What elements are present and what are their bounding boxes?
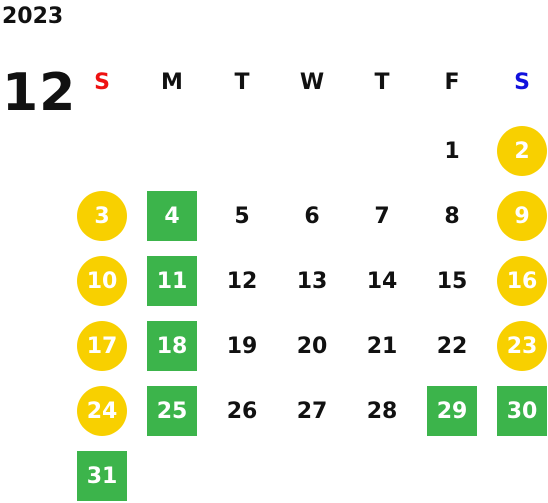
calendar-day-14[interactable]: 14: [366, 268, 398, 294]
weekday-header-thu: T: [374, 69, 390, 95]
calendar-day-9[interactable]: 9: [497, 191, 547, 241]
calendar-day-5[interactable]: 5: [234, 203, 250, 229]
calendar-day-2[interactable]: 2: [497, 126, 547, 176]
calendar-day-12[interactable]: 12: [226, 268, 258, 294]
weekday-header-fri: F: [444, 69, 460, 95]
calendar-day-7[interactable]: 7: [374, 203, 390, 229]
calendar-day-15[interactable]: 15: [436, 268, 468, 294]
calendar-day-13[interactable]: 13: [296, 268, 328, 294]
calendar-day-29[interactable]: 29: [427, 386, 477, 436]
calendar-day-16[interactable]: 16: [497, 256, 547, 306]
calendar-day-19[interactable]: 19: [226, 333, 258, 359]
calendar-day-8[interactable]: 8: [444, 203, 460, 229]
calendar-day-6[interactable]: 6: [304, 203, 320, 229]
calendar-day-23[interactable]: 23: [497, 321, 547, 371]
weekday-header-sat: S: [514, 69, 530, 95]
calendar-day-31[interactable]: 31: [77, 451, 127, 501]
calendar-day-21[interactable]: 21: [366, 333, 398, 359]
calendar-day-25[interactable]: 25: [147, 386, 197, 436]
weekday-header-tue: T: [234, 69, 250, 95]
calendar-day-3[interactable]: 3: [77, 191, 127, 241]
calendar-day-1[interactable]: 1: [444, 138, 460, 164]
calendar-day-27[interactable]: 27: [296, 398, 328, 424]
calendar-day-22[interactable]: 22: [436, 333, 468, 359]
calendar-day-17[interactable]: 17: [77, 321, 127, 371]
weekday-header-wed: W: [299, 69, 325, 95]
calendar-day-30[interactable]: 30: [497, 386, 547, 436]
weekday-header-sun: S: [94, 69, 110, 95]
calendar-day-26[interactable]: 26: [226, 398, 258, 424]
calendar-day-24[interactable]: 24: [77, 386, 127, 436]
calendar-day-18[interactable]: 18: [147, 321, 197, 371]
calendar-day-11[interactable]: 11: [147, 256, 197, 306]
calendar-day-20[interactable]: 20: [296, 333, 328, 359]
calendar-month: 12: [2, 63, 77, 123]
calendar-year: 2023: [2, 4, 64, 29]
weekday-header-mon: M: [161, 69, 183, 95]
calendar-day-10[interactable]: 10: [77, 256, 127, 306]
calendar-day-28[interactable]: 28: [366, 398, 398, 424]
calendar-day-4[interactable]: 4: [147, 191, 197, 241]
